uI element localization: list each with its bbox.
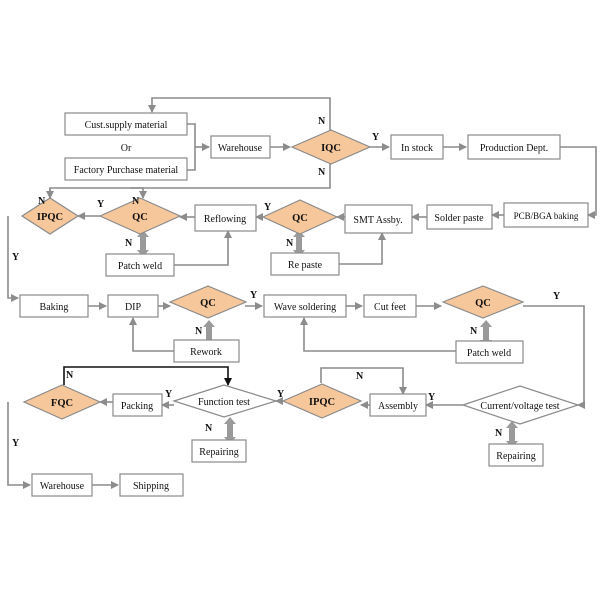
ipqc-2-diamond: [281, 383, 363, 419]
cut-feet-box: [363, 294, 417, 318]
qc-cut-diamond: [441, 285, 525, 319]
flag-y: Y: [165, 389, 173, 400]
flag-y: Y: [428, 392, 436, 403]
flag-y: Y: [372, 132, 380, 143]
fqc-diamond: [22, 384, 102, 420]
smt-label: SMT Assby.: [353, 215, 402, 226]
baking-box: [19, 294, 89, 318]
rework-box: [173, 339, 240, 363]
solder-paste-box: [426, 204, 493, 230]
patch-weld-2-label: Patch weld: [467, 348, 511, 359]
assembly-label: Assembly: [378, 401, 418, 412]
flag-n: N: [125, 238, 133, 249]
repairing-2-box: [191, 439, 247, 463]
packing-label: Packing: [121, 401, 153, 412]
flag-y: Y: [12, 438, 20, 449]
wave-soldering-label: Wave soldering: [274, 302, 336, 313]
nodes: Cust.supply material Or Factory Purchase…: [19, 112, 589, 497]
current-test-diamond: [461, 385, 580, 425]
flag-y: Y: [264, 202, 272, 213]
patch-weld-1-label: Patch weld: [118, 261, 162, 272]
cust-supply-box: [64, 112, 188, 136]
or-label: Or: [121, 143, 132, 154]
patch-weld-1-box: [105, 253, 175, 277]
flag-y: Y: [97, 199, 105, 210]
warehouse-in-label: Warehouse: [218, 143, 263, 154]
qc-cut-label: QC: [475, 298, 491, 309]
repairing-2-label: Repairing: [199, 447, 238, 458]
qc-dip-diamond: [168, 285, 248, 319]
connectors: [7, 97, 597, 489]
iqc-label: IQC: [321, 143, 341, 154]
repairing-1-label: Repairing: [496, 451, 535, 462]
in-stock-box: [390, 134, 444, 160]
in-stock-label: In stock: [401, 143, 433, 154]
re-paste-box: [270, 252, 340, 276]
solder-paste-label: Solder paste: [434, 213, 484, 224]
flag-n: N: [318, 167, 326, 178]
re-paste-label: Re paste: [288, 260, 323, 271]
ipqc-2-label: IPQC: [309, 397, 335, 408]
baking-label: Baking: [40, 302, 69, 313]
ipqc-1-diamond: [20, 197, 80, 235]
flag-n: N: [470, 326, 478, 337]
flag-n: N: [318, 116, 326, 127]
flag-n: N: [495, 428, 503, 439]
repairing-1-box: [488, 443, 544, 467]
dip-box: [107, 294, 159, 318]
rework-label: Rework: [190, 347, 222, 358]
warehouse-out-box: [31, 473, 93, 497]
warehouse-in-box: [210, 135, 271, 159]
production-label: Production Dept.: [480, 143, 548, 154]
function-test-diamond: [172, 384, 279, 418]
wave-soldering-box: [263, 294, 347, 318]
flag-y: Y: [250, 290, 258, 301]
qc-smt-label: QC: [292, 213, 308, 224]
fqc-label: FQC: [51, 398, 73, 409]
flag-y: Y: [12, 252, 20, 263]
flag-n: N: [66, 370, 74, 381]
decision-flags: N Y N Y N Y N N N Y Y N Y N Y N N Y N Y …: [12, 116, 561, 449]
flag-n: N: [286, 238, 294, 249]
packing-box: [112, 393, 163, 417]
pcb-baking-box: [503, 202, 589, 228]
current-test-label: Current/voltage test: [480, 401, 559, 412]
smt-box: [344, 204, 413, 234]
flag-n: N: [132, 196, 140, 207]
flag-n: N: [205, 423, 213, 434]
factory-purchase-label: Factory Purchase material: [74, 165, 179, 176]
assembly-box: [369, 393, 427, 417]
flag-y: Y: [277, 389, 285, 400]
dip-label: DIP: [125, 302, 142, 313]
flag-n: N: [356, 371, 364, 382]
pcb-baking-label: PCB/BGA baking: [514, 211, 579, 221]
production-box: [467, 134, 561, 160]
reflowing-label: Reflowing: [204, 214, 246, 225]
qc-dip-label: QC: [200, 298, 216, 309]
shipping-label: Shipping: [133, 481, 169, 492]
flag-y: Y: [553, 291, 561, 302]
factory-purchase-box: [64, 157, 188, 181]
ipqc-1-label: IPQC: [37, 212, 63, 223]
cut-feet-label: Cut feet: [374, 302, 406, 313]
warehouse-out-label: Warehouse: [40, 481, 85, 492]
shipping-box: [119, 473, 184, 497]
iqc-diamond: [290, 129, 372, 165]
qc-reflow-label: QC: [132, 212, 148, 223]
flag-n: N: [195, 326, 203, 337]
cust-supply-label: Cust.supply material: [85, 120, 168, 131]
patch-weld-2-box: [455, 340, 524, 364]
function-test-label: Function test: [198, 397, 250, 408]
qc-reflow-diamond: [98, 197, 182, 235]
qc-smt-diamond: [261, 199, 339, 235]
flag-n: N: [38, 196, 46, 207]
reflowing-box: [194, 204, 257, 232]
